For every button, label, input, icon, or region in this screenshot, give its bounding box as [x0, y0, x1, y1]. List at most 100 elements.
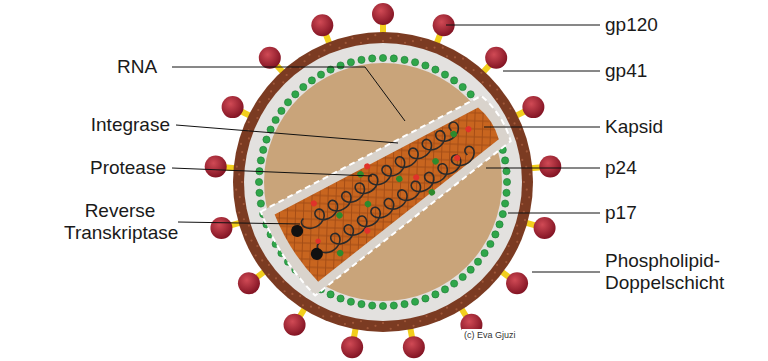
- p17-dot: [459, 83, 466, 90]
- p17-dot: [257, 200, 264, 207]
- p17-dot: [411, 298, 418, 305]
- membrane-dot: [248, 224, 250, 226]
- enzyme-dot: [395, 174, 404, 183]
- capsid-border: [257, 74, 527, 298]
- p17-dot: [441, 71, 448, 78]
- enzyme-dot: [335, 211, 344, 220]
- membrane-dot: [235, 189, 237, 191]
- enzyme-dot: [431, 157, 440, 166]
- membrane-dot: [404, 320, 406, 322]
- p17-dot: [422, 62, 429, 69]
- capsid-body: [271, 88, 512, 284]
- membrane-dot: [446, 55, 448, 57]
- membrane-dot: [496, 264, 498, 266]
- membrane-dot: [491, 279, 493, 281]
- membrane-dot: [513, 122, 515, 124]
- enzyme-dot: [412, 173, 420, 181]
- membrane-dot: [275, 277, 277, 279]
- membrane-dot: [238, 211, 240, 213]
- membrane-dot: [462, 58, 464, 60]
- membrane-dot: [465, 67, 467, 69]
- leader-line: [178, 222, 300, 224]
- membrane-dot: [329, 44, 331, 46]
- membrane-dot: [519, 128, 521, 130]
- membrane-dot: [256, 245, 258, 247]
- membrane-dot: [338, 315, 340, 317]
- membrane-dot: [465, 295, 467, 297]
- membrane-dot: [268, 264, 270, 266]
- membrane-dot: [344, 323, 346, 325]
- membrane-dot: [516, 241, 518, 243]
- rna-strand: [316, 145, 479, 257]
- membrane-dot: [509, 107, 511, 109]
- p17-dot: [503, 189, 510, 196]
- p17-dot: [347, 298, 354, 305]
- part-label: Reverse Transkriptase: [64, 200, 176, 244]
- p17-dot: [369, 302, 376, 309]
- enzyme-dot: [289, 223, 306, 240]
- gp120-knob: [485, 47, 507, 69]
- enzyme-dots: [282, 105, 491, 272]
- membrane-dot: [397, 324, 399, 326]
- p17-dot: [347, 59, 354, 66]
- gp120-knob: [205, 155, 227, 177]
- part-label: Integrase: [91, 114, 170, 136]
- p17-dot: [432, 291, 439, 298]
- gp120-knob: [210, 217, 232, 239]
- gp120-knob: [522, 96, 544, 118]
- p17-dot: [492, 231, 499, 238]
- p17-dot: [502, 200, 509, 207]
- membrane-dot: [338, 47, 340, 49]
- membrane-dot: [389, 37, 391, 39]
- membrane-dot: [412, 325, 414, 327]
- p17-dot: [358, 56, 365, 63]
- p17-dot: [411, 59, 418, 66]
- p17-dot: [369, 55, 376, 62]
- membrane-dot: [435, 318, 437, 320]
- p17-dot: [451, 280, 458, 287]
- membrane-dot: [374, 325, 376, 327]
- envelope-spikes: [205, 3, 562, 358]
- part-label: gp41: [605, 60, 647, 82]
- p17-dot: [300, 83, 307, 90]
- membrane-dot: [521, 159, 523, 161]
- membrane-dot: [268, 98, 270, 100]
- part-label: Phospholipid-Doppelschicht: [605, 250, 755, 294]
- p17-dot: [451, 77, 458, 84]
- leader-line: [446, 25, 600, 26]
- membrane-dot: [455, 308, 457, 310]
- membrane-dot: [516, 224, 518, 226]
- membrane-dot: [420, 39, 422, 41]
- p17-dot: [379, 302, 386, 309]
- membrane-dot: [282, 81, 284, 83]
- rna-strands: [300, 120, 478, 257]
- membrane-dot: [273, 83, 275, 85]
- p17-dot: [422, 295, 429, 302]
- membrane-dot: [507, 253, 509, 255]
- membrane-dot: [241, 151, 243, 153]
- gp120-knob: [341, 336, 363, 358]
- p17-dot: [467, 91, 474, 98]
- membrane-dot: [282, 281, 284, 283]
- membrane-dot: [528, 196, 530, 198]
- enzyme-dot: [453, 154, 461, 162]
- p17-dot: [263, 136, 270, 143]
- membrane-dot: [434, 46, 436, 48]
- membrane-dot: [374, 34, 376, 36]
- p17-dot: [337, 62, 344, 69]
- membrane-dot: [243, 159, 245, 161]
- p17-dot: [503, 168, 510, 175]
- membrane-dot: [529, 173, 531, 175]
- enzyme-dot: [315, 238, 322, 245]
- p17-dot: [441, 286, 448, 293]
- enzyme-dot: [310, 199, 318, 207]
- membrane-dot: [526, 150, 528, 152]
- gp120-knob: [259, 47, 281, 69]
- membrane-dot: [480, 72, 482, 74]
- membrane-dot: [286, 74, 288, 76]
- membrane-dot: [521, 203, 523, 205]
- gp120-knob: [403, 336, 425, 358]
- membrane-dot: [360, 42, 362, 44]
- matrix-layer: [244, 43, 522, 321]
